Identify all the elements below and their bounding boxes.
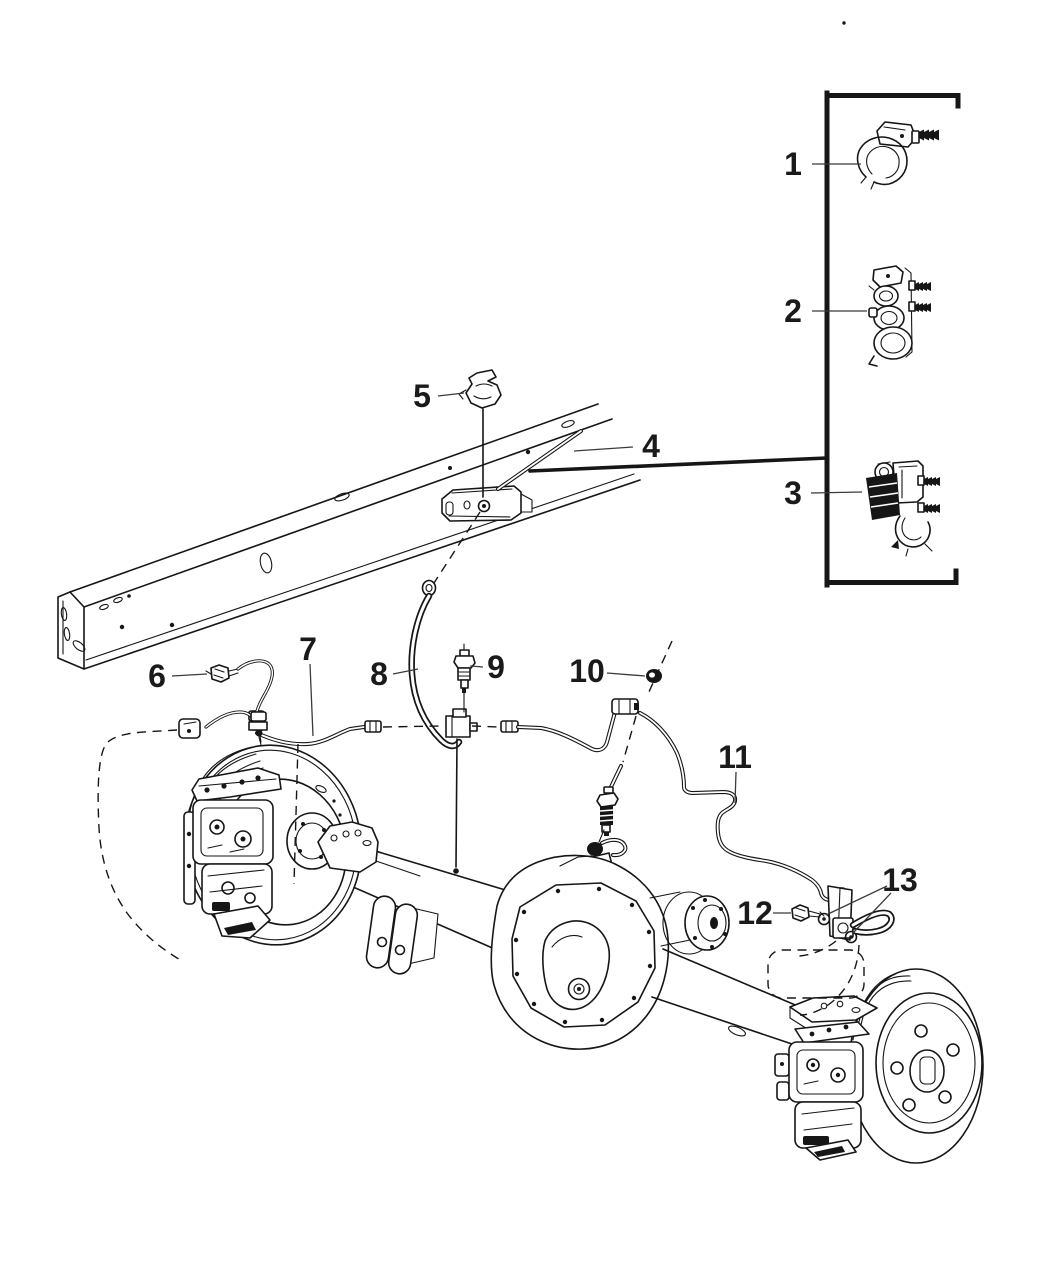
grommet-13a bbox=[817, 912, 831, 926]
hose-bracket-group bbox=[767, 885, 892, 1016]
callout-label-13: 13 bbox=[882, 862, 918, 898]
junction-block bbox=[445, 708, 478, 874]
callout-label-7: 7 bbox=[299, 631, 317, 667]
diff-cover-bolts bbox=[513, 886, 653, 1025]
hose-block bbox=[832, 917, 854, 939]
abs-wire-clip bbox=[178, 718, 201, 739]
right-caliper bbox=[774, 1021, 870, 1161]
callout-label-8: 8 bbox=[370, 656, 388, 692]
frame-bracket bbox=[441, 485, 533, 522]
push-pin-icon bbox=[924, 504, 940, 513]
callout-label-12: 12 bbox=[737, 895, 773, 931]
breather-valve bbox=[596, 786, 619, 836]
sensor-bolt-6 bbox=[205, 664, 239, 683]
callout-label-3: 3 bbox=[784, 475, 802, 511]
callout-label-9: 9 bbox=[487, 649, 505, 685]
pinion-flange bbox=[684, 895, 730, 951]
clip-5 bbox=[458, 369, 502, 498]
detail-box-connector-line bbox=[528, 456, 829, 473]
callout-label-6: 6 bbox=[148, 658, 166, 694]
left-caliper bbox=[183, 767, 282, 939]
abs-wiring-group bbox=[97, 659, 299, 962]
abs-sensor bbox=[248, 711, 268, 746]
callout-5-leader-1 bbox=[437, 392, 465, 397]
frame-rail bbox=[57, 403, 641, 670]
callout-13-leader-1 bbox=[825, 885, 888, 916]
bleeder-valve-9 bbox=[453, 643, 476, 713]
callout-label-4: 4 bbox=[642, 428, 660, 464]
push-pin-icon bbox=[924, 477, 940, 486]
grommet-13b bbox=[844, 930, 858, 944]
right-rotor-lugs bbox=[890, 1024, 960, 1112]
push-pin-icon bbox=[915, 303, 931, 312]
retainer-clip-2 bbox=[868, 265, 931, 367]
callout-4-leader-1 bbox=[573, 446, 634, 452]
routing-ghost-outline bbox=[767, 949, 865, 999]
axle-tube-right bbox=[651, 948, 801, 1045]
bolt-12 bbox=[791, 904, 825, 922]
callout-7-leader-1 bbox=[309, 663, 314, 737]
right-brake-assembly bbox=[774, 968, 984, 1164]
retainer-clip-3 bbox=[866, 460, 940, 557]
shock-bracket-left bbox=[365, 895, 439, 975]
callout-11-leader-1 bbox=[734, 771, 737, 804]
retainer-clip-1 bbox=[856, 121, 939, 190]
callout-10-leader-1 bbox=[606, 672, 646, 677]
detail-box bbox=[824, 21, 961, 588]
hose-8 bbox=[412, 511, 481, 746]
callout-13-leader-2 bbox=[852, 892, 892, 934]
callout-label-5: 5 bbox=[413, 378, 431, 414]
callout-3-leader-1 bbox=[810, 491, 863, 494]
brake-line-4 bbox=[496, 429, 583, 491]
callout-label-11: 11 bbox=[718, 739, 752, 775]
spring-perch-right bbox=[789, 995, 878, 1033]
differential bbox=[490, 854, 730, 1050]
callout-label-2: 2 bbox=[784, 293, 802, 329]
callout-label-1: 1 bbox=[784, 146, 802, 182]
brake-tube-7 bbox=[255, 698, 639, 753]
stray-dot bbox=[842, 21, 846, 25]
callout-label-10: 10 bbox=[569, 653, 605, 689]
spring-perch-left bbox=[317, 821, 379, 873]
callout-8-leader-1 bbox=[392, 668, 419, 675]
push-pin-icon bbox=[919, 129, 939, 141]
callout-9-leader-1 bbox=[469, 665, 484, 668]
callout-6-leader-1 bbox=[171, 673, 208, 677]
push-pin-icon bbox=[915, 282, 931, 291]
frame-rail-holes bbox=[60, 420, 575, 652]
diff-cover bbox=[511, 882, 656, 1028]
